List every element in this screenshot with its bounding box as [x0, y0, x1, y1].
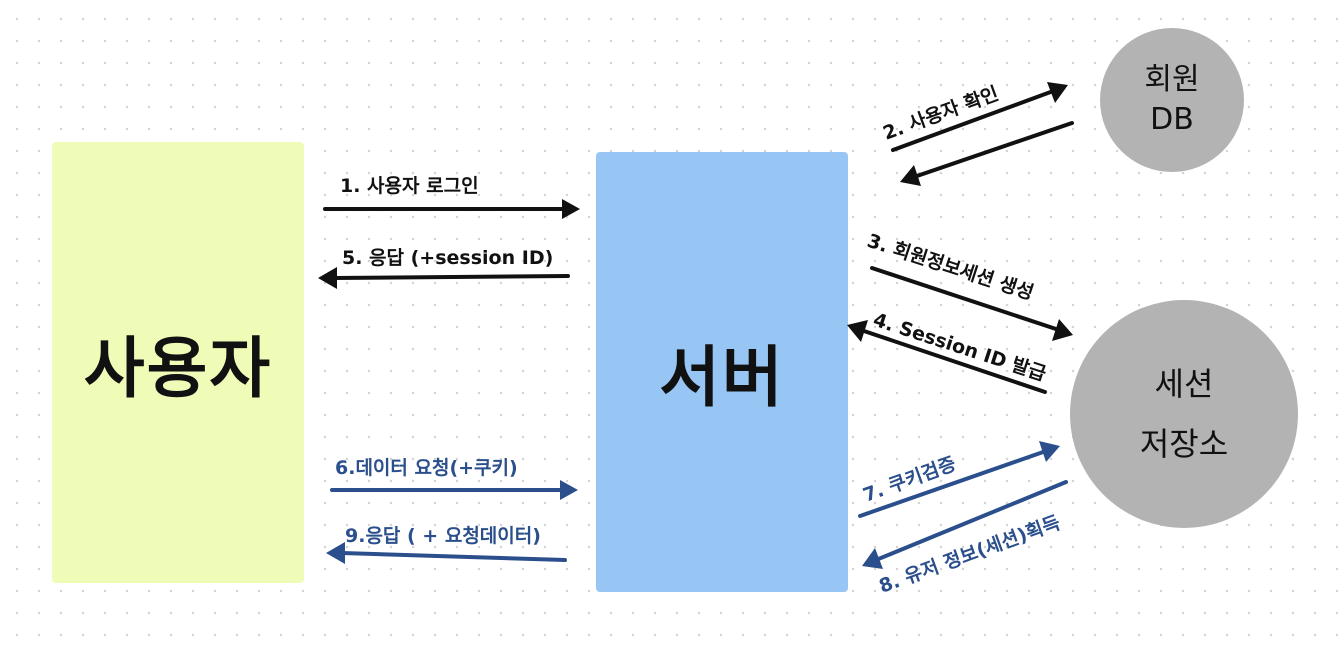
arrow-label-step5: 5. 응답 (+session ID)	[342, 247, 553, 269]
arrow-step5: 5. 응답 (+session ID)	[318, 247, 570, 289]
member-db-label-line1: 회원	[1144, 62, 1200, 97]
arrow-step2: 2. 사용자 확인	[880, 82, 1068, 152]
arrow-label-step8: 8. 유저 정보(세션)획득	[876, 512, 1063, 598]
arrow-step8: 8. 유저 정보(세션)획득	[862, 480, 1068, 598]
arrow-step9: 9.응답 ( + 요청데이터)	[326, 525, 567, 564]
arrow-label-step2: 2. 사용자 확인	[880, 82, 1002, 145]
server-label: 서버	[659, 339, 785, 416]
session-store-node: 세션 저장소	[1070, 300, 1298, 528]
session-store-label-line1: 세션	[1154, 365, 1214, 403]
arrow-step2-return	[900, 121, 1074, 186]
user-box: 사용자	[52, 142, 304, 583]
member-db-label-line2: DB	[1150, 102, 1194, 137]
arrow-step7: 7. 쿠키검증	[858, 441, 1060, 518]
arrow-label-step4: 4. Session ID 발급	[870, 309, 1048, 386]
arrow-label-step6: 6.데이터 요청(+쿠키)	[335, 457, 518, 479]
arrow-step6: 6.데이터 요청(+쿠키)	[330, 457, 578, 500]
arrow-step4: 4. Session ID 발급	[847, 309, 1049, 394]
session-store-label-line2: 저장소	[1139, 425, 1229, 463]
member-db-node: 회원 DB	[1100, 28, 1244, 172]
arrow-label-step1: 1. 사용자 로그인	[340, 175, 479, 197]
arrow-label-step9: 9.응답 ( + 요청데이터)	[345, 525, 541, 547]
arrow-step1: 1. 사용자 로그인	[323, 175, 580, 219]
server-box: 서버	[596, 152, 848, 592]
user-label: 사용자	[83, 329, 273, 407]
